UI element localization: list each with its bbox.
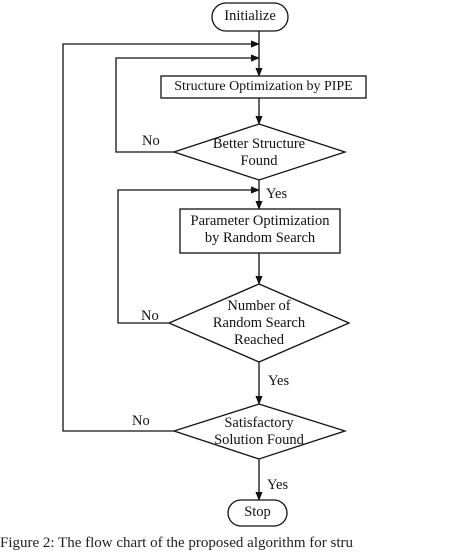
satisfactory-solution-label: Satisfactory Solution Found — [214, 415, 304, 448]
structure-optimization-box — [160, 75, 367, 99]
edge-label-no-1: No — [142, 133, 160, 149]
parameter-optimization-label: Parameter Optimization by Random Search — [190, 213, 330, 246]
parameter-optimization-box — [179, 208, 341, 254]
edge-label-yes-2: Yes — [268, 373, 290, 389]
initialize-label: Initialize — [224, 8, 276, 24]
edge-label-yes-1: Yes — [266, 186, 288, 202]
figure-caption: Figure 2: The flow chart of the proposed… — [0, 535, 353, 551]
edge-label-no-3: No — [132, 413, 150, 429]
better-structure-label: Better Structure Found — [212, 136, 306, 169]
flowchart-diagram — [62, 2, 367, 527]
stop-label: Stop — [244, 504, 271, 520]
random-search-count-label: Number of Random Search Reached — [212, 298, 306, 348]
loop-no-better-structure — [115, 54, 260, 153]
loop-no-random-search — [117, 186, 260, 324]
structure-optimization-label: Structure Optimization by PIPE — [174, 79, 353, 94]
edge-label-no-2: No — [141, 308, 159, 324]
initialize-terminal — [211, 2, 289, 32]
edge-label-yes-3: Yes — [267, 477, 289, 493]
loop-no-satisfactory — [62, 40, 260, 432]
